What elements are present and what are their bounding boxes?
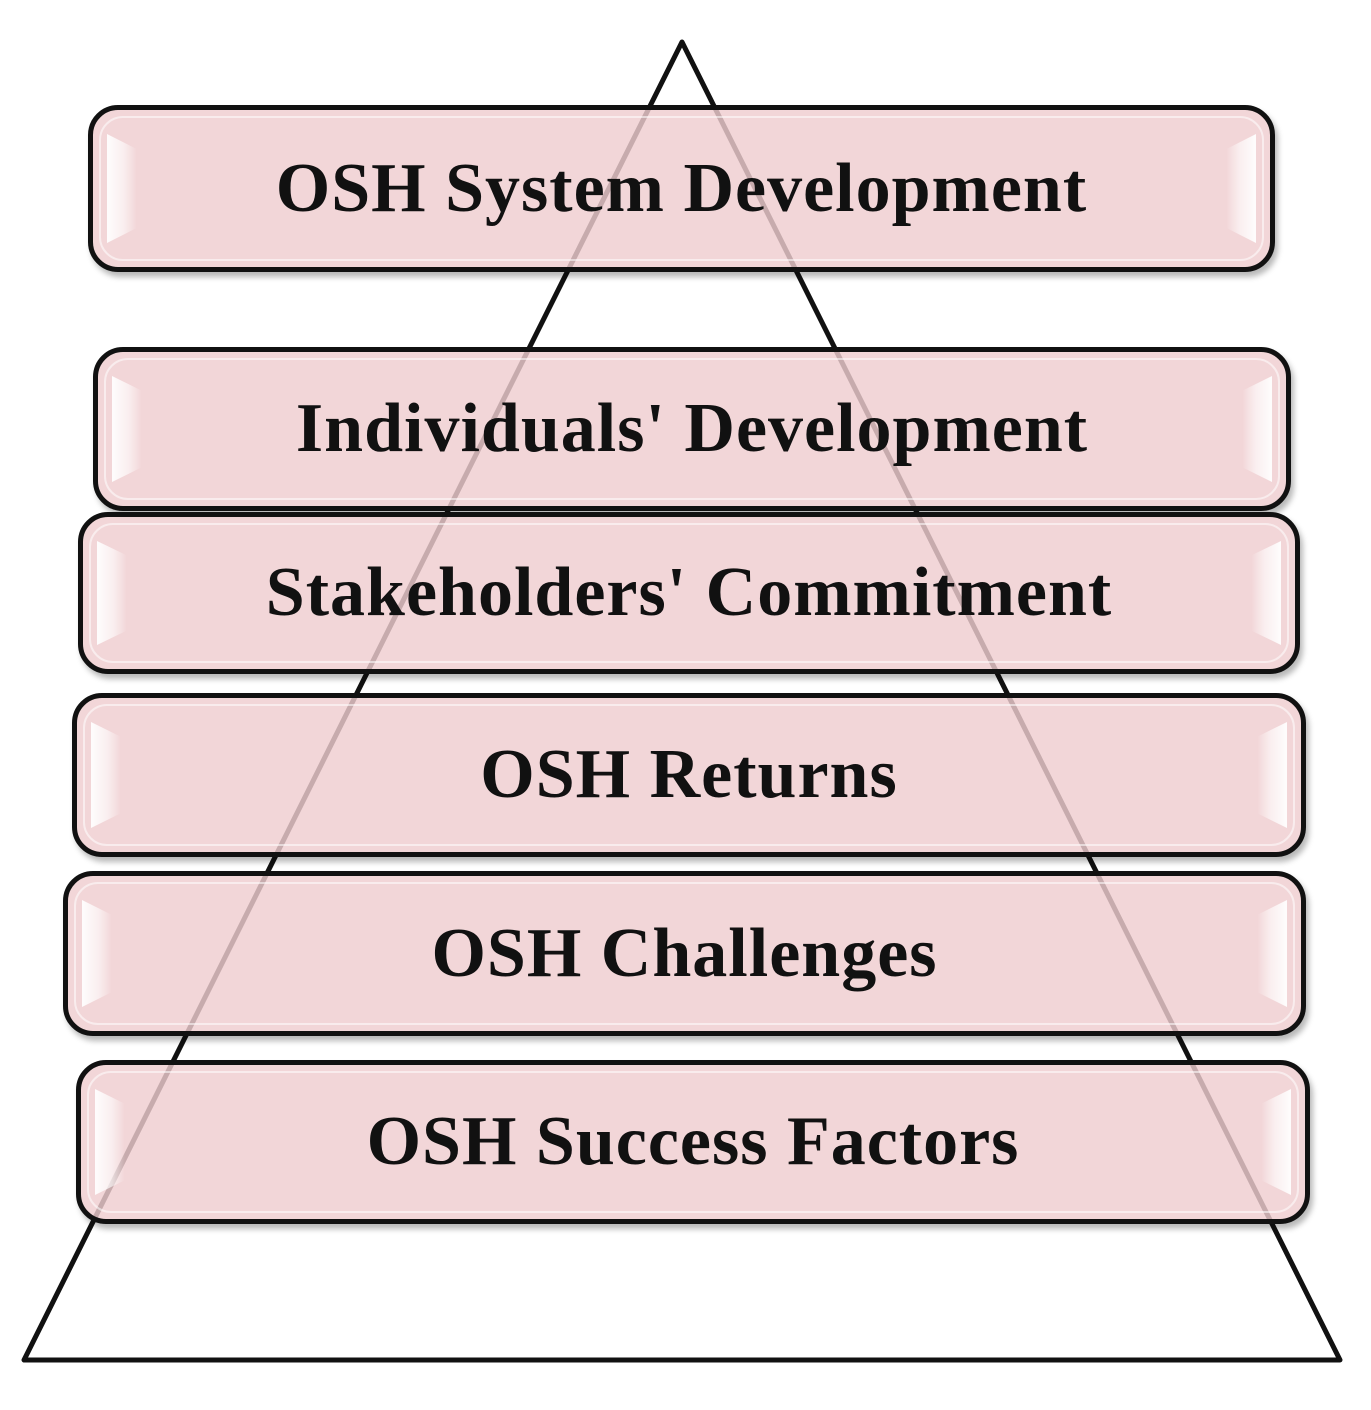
layer-label: OSH System Development bbox=[275, 149, 1088, 227]
layer-bevel-left bbox=[112, 376, 142, 482]
layer-bevel-right bbox=[1257, 722, 1287, 828]
layer-bevel-left bbox=[91, 722, 121, 828]
pyramid-layer-osh-success-factors: OSH Success Factors bbox=[76, 1060, 1310, 1224]
layer-label: Stakeholders' Commitment bbox=[265, 554, 1113, 631]
pyramid-layer-stakeholders-commitment: Stakeholders' Commitment bbox=[78, 512, 1300, 674]
layer-label: OSH Challenges bbox=[431, 914, 938, 992]
pyramid-layer-osh-returns: OSH Returns bbox=[72, 693, 1306, 857]
layer-label: OSH Success Factors bbox=[366, 1103, 1020, 1180]
layer-label: OSH Returns bbox=[480, 736, 898, 813]
layer-bevel-right bbox=[1226, 134, 1256, 243]
layer-bevel-left bbox=[107, 134, 137, 243]
layer-bevel-left bbox=[97, 541, 127, 645]
layer-bevel-right bbox=[1251, 541, 1281, 645]
layer-bevel-right bbox=[1257, 900, 1287, 1007]
pyramid-layer-osh-challenges: OSH Challenges bbox=[63, 871, 1306, 1036]
pyramid-layer-osh-system-development: OSH System Development bbox=[88, 105, 1275, 272]
layer-bevel-left bbox=[82, 900, 112, 1007]
layer-label: Individuals' Development bbox=[295, 390, 1089, 467]
layer-bevel-left bbox=[95, 1089, 125, 1195]
pyramid-layer-individuals-development: Individuals' Development bbox=[93, 347, 1291, 511]
layer-bevel-right bbox=[1261, 1089, 1291, 1195]
layer-bevel-right bbox=[1242, 376, 1272, 482]
